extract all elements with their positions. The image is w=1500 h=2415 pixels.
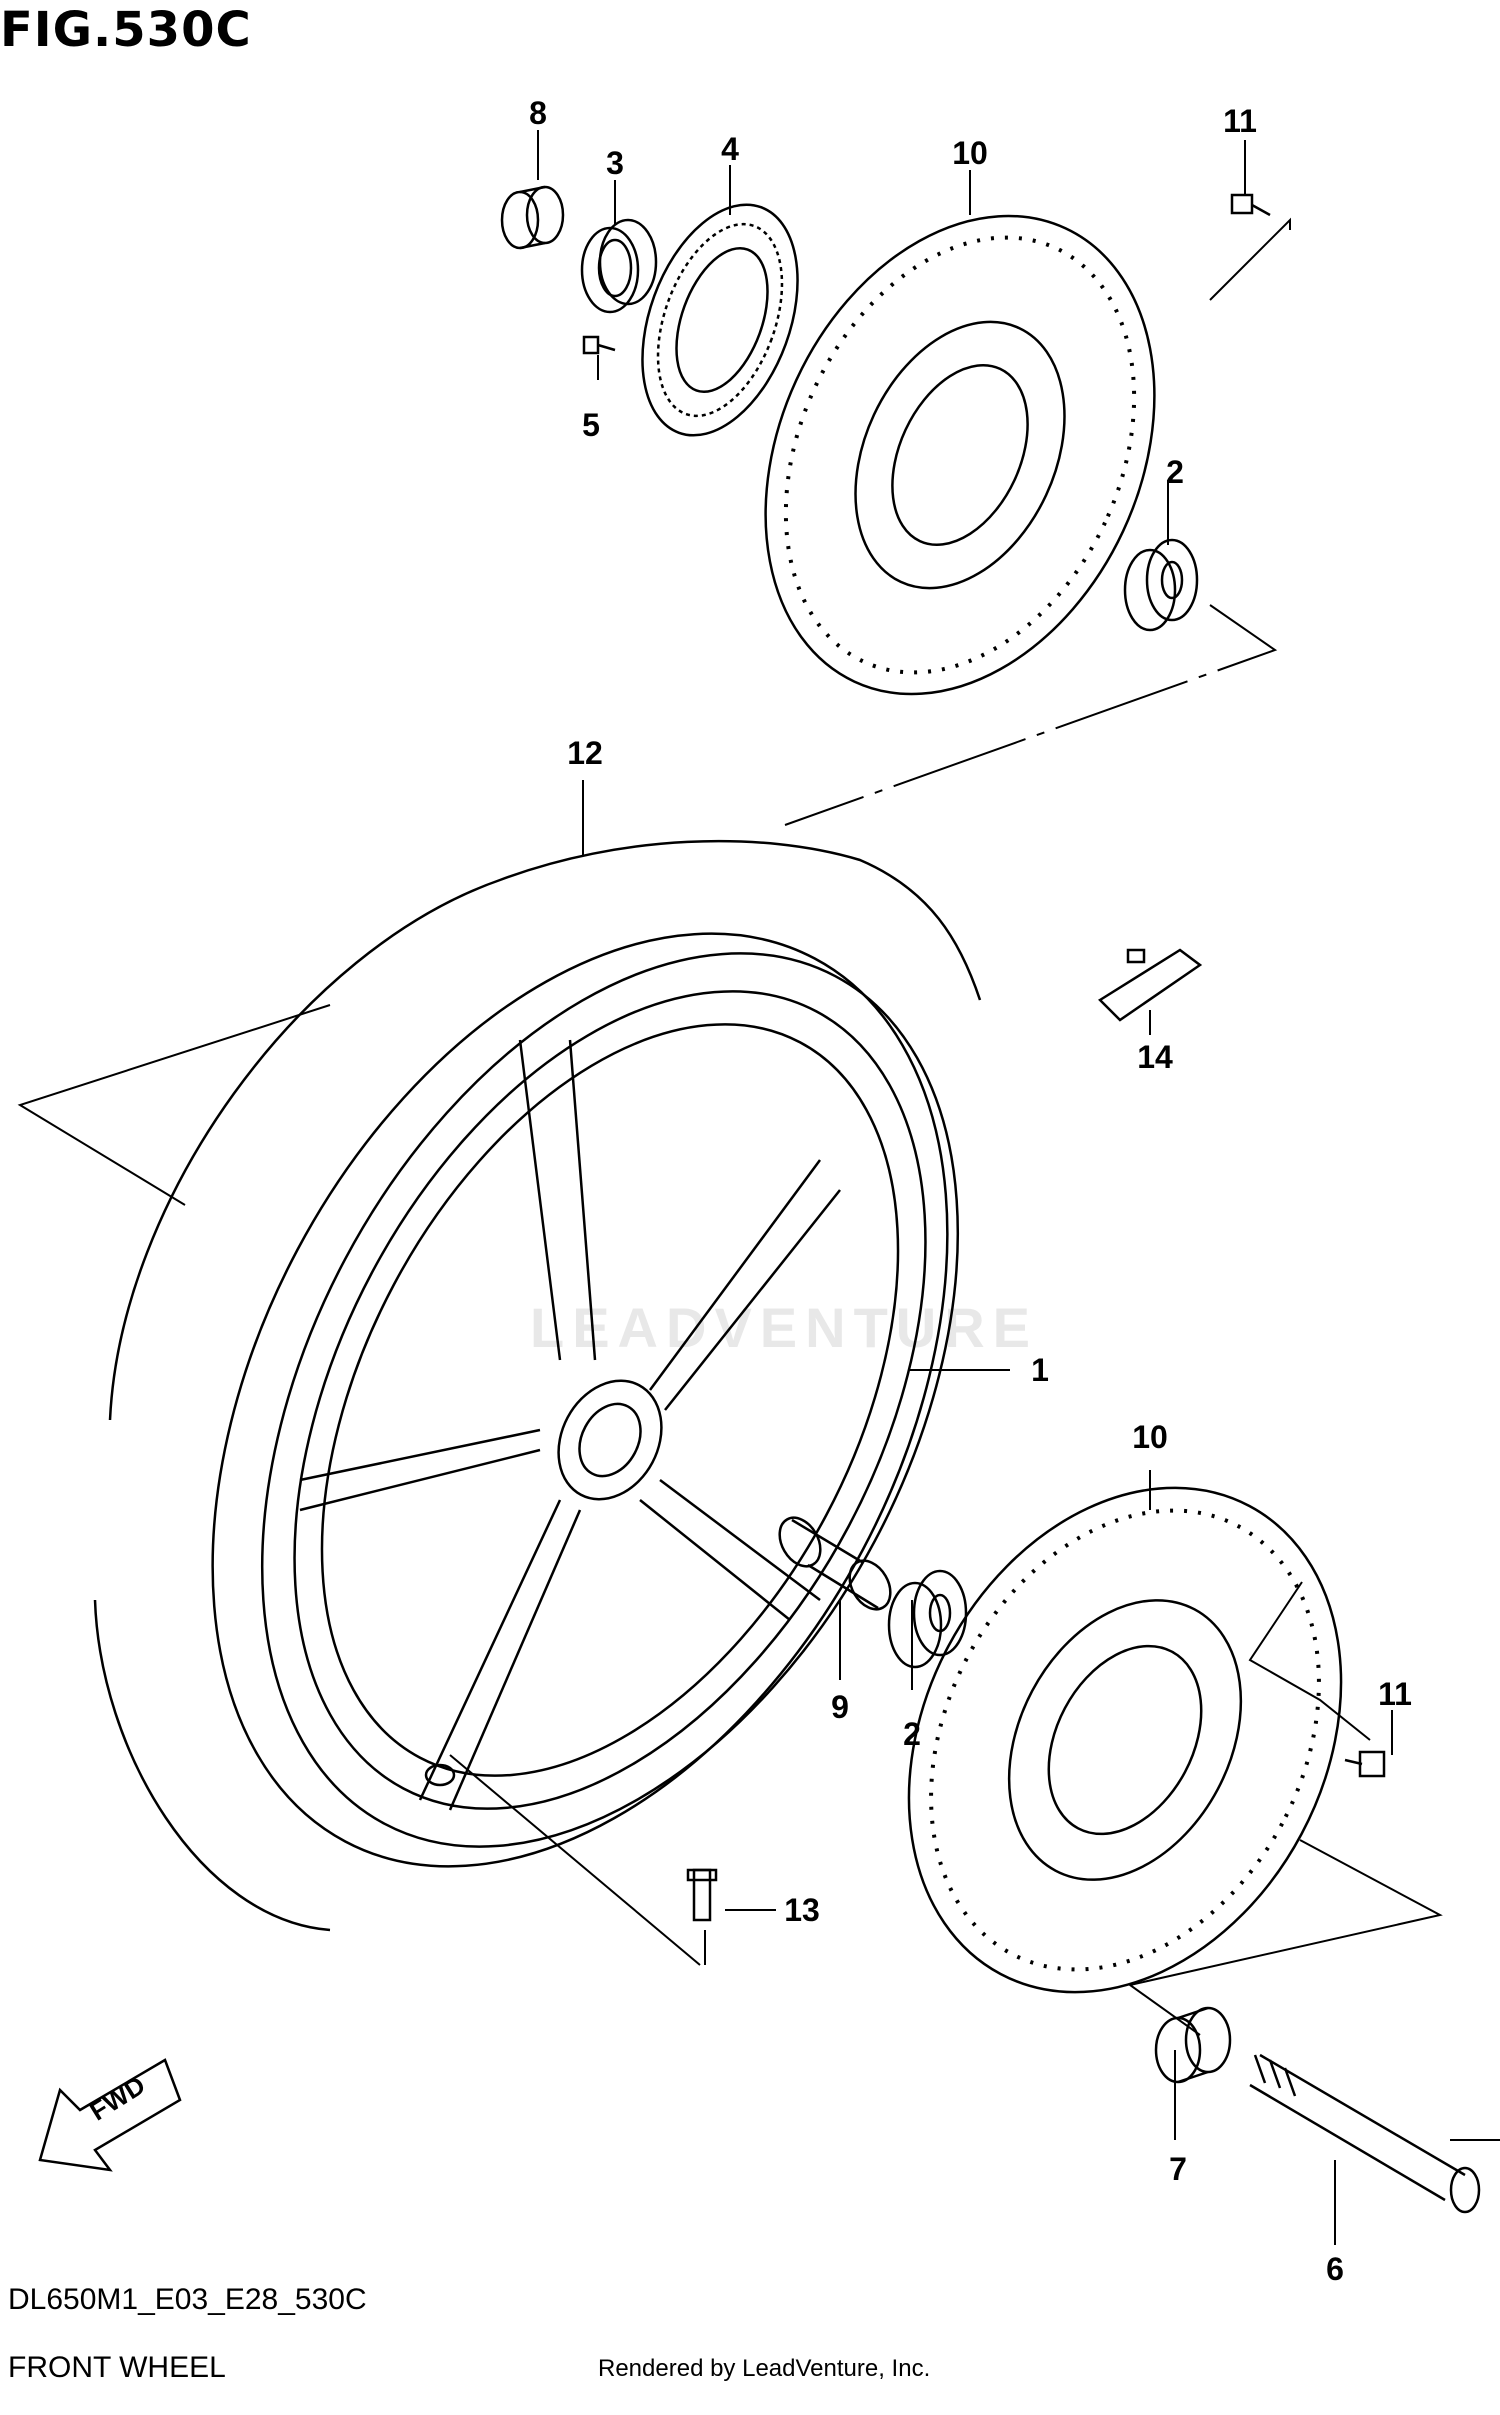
callout-9: 9 — [831, 1689, 849, 1725]
callout-5: 5 — [582, 407, 600, 443]
section-name: FRONT WHEEL — [8, 2351, 226, 2384]
assembly-disc-upper — [784, 604, 1278, 826]
oil-seal-part-3 — [580, 218, 658, 314]
callout-8: 8 — [529, 95, 547, 131]
callout-2a: 2 — [1166, 454, 1184, 490]
rendered-by: Rendered by LeadVenture, Inc. — [598, 2355, 931, 2382]
callout-7: 7 — [1169, 2151, 1187, 2187]
assembly-lines — [17, 217, 1500, 2141]
callout-1: 1 — [1031, 1352, 1049, 1388]
assembly-valve — [449, 1754, 701, 1966]
assembly-11a — [1209, 217, 1291, 301]
figure-title: FIG.530C — [0, 2, 252, 58]
model-code: DL650M1_E03_E28_530C — [8, 2283, 367, 2316]
callout-11a: 11 — [1223, 103, 1257, 139]
assembly-disc-lower — [1127, 1839, 1443, 2036]
callout-6: 6 — [1326, 2251, 1344, 2287]
bolt-part-11b — [1344, 1750, 1386, 1778]
callout-12: 12 — [567, 735, 603, 771]
callout-4: 4 — [721, 131, 739, 167]
bolt-part-11a — [1230, 193, 1271, 217]
callout-11b: 11 — [1378, 1676, 1412, 1712]
assembly-tire-left — [17, 1004, 331, 1206]
valve-part-13 — [686, 1868, 718, 1922]
callout-10a: 10 — [952, 135, 988, 171]
screw-part-5 — [582, 335, 616, 355]
bearing-part-2a — [1123, 538, 1199, 632]
callout-3: 3 — [606, 145, 624, 181]
callout-2b: 2 — [903, 1716, 921, 1752]
fwd-arrow-icon — [38, 2058, 182, 2172]
axle-part-6 — [1249, 2053, 1481, 2214]
collar-part-8 — [500, 185, 565, 250]
watermark: LEADVENTURE — [530, 1296, 1039, 1359]
callout-14: 14 — [1137, 1039, 1173, 1075]
brake-disc-part-10b — [907, 1486, 1343, 1994]
sensor-rotor-part-4 — [641, 203, 799, 437]
collar-part-7 — [1154, 2006, 1232, 2084]
callout-13: 13 — [784, 1892, 820, 1928]
balance-weight-part-14 — [1098, 948, 1203, 1022]
wheel-assembly-part-1-12 — [93, 839, 982, 1932]
leader-lines — [537, 130, 1393, 2245]
spacer-part-9 — [778, 1516, 892, 1611]
callout-10b: 10 — [1132, 1419, 1168, 1455]
bearing-part-2b — [887, 1569, 968, 1669]
assembly-11b — [1248, 1581, 1371, 1741]
